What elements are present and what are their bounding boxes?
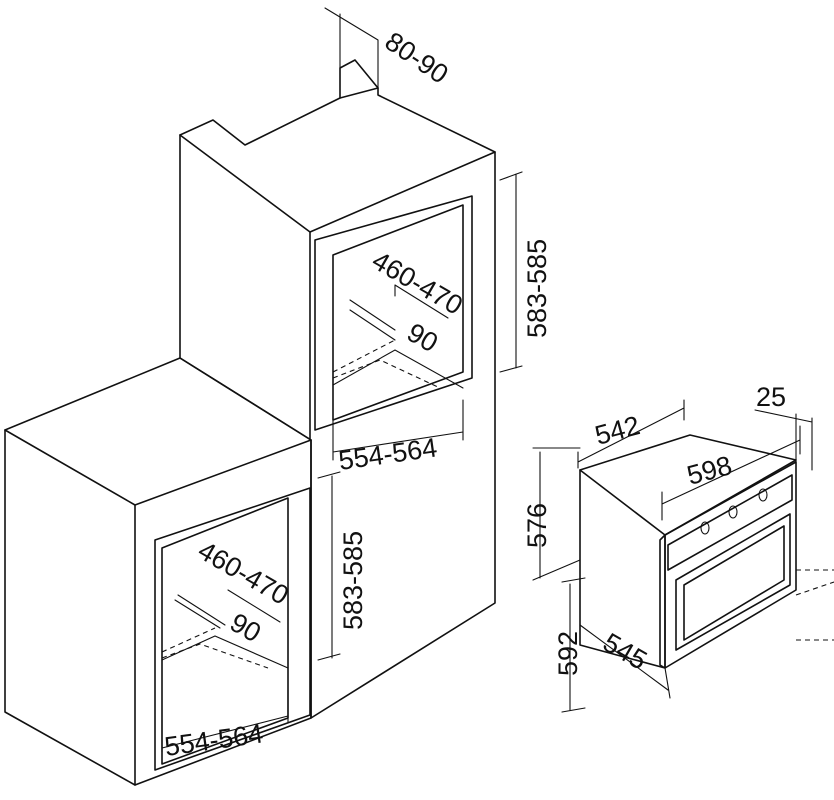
dim-label-oven-front-height: 592 [553,631,583,676]
dim-label-oven-body-depth: 545 [598,627,652,676]
oven-knob-icon [700,488,768,535]
dim-label-oven-depth: 542 [592,410,643,451]
dim-label-oven-width: 598 [684,450,735,491]
upper-niche [314,195,473,431]
lower-base-cabinet [4,357,312,786]
dim-label-upper-width: 554-564 [337,432,439,475]
dim-label-oven-door: 25 [756,382,786,412]
dim-label-oven-height: 576 [522,503,552,548]
oven [579,434,834,669]
dim-label-lower-vent: 90 [225,607,266,648]
dim-label-column-top-depth: 80-90 [380,26,454,89]
dim-label-upper-inner-depth: 460-470 [367,245,468,321]
dim-label-upper-height: 583-585 [522,239,552,338]
dimension-lines-column [161,7,523,753]
dim-label-lower-height: 583-585 [338,531,368,630]
dim-label-upper-vent: 90 [402,317,443,358]
dimension-lines-oven [532,399,813,713]
